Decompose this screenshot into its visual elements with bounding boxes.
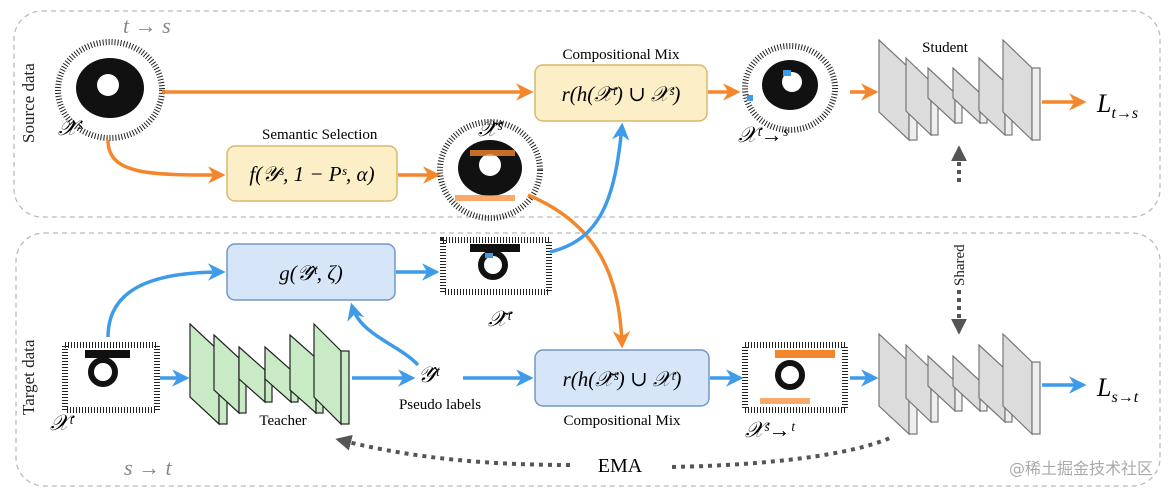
orange-arrows (106, 83, 1087, 349)
selected-source-label: 𝒳̃ˢ (478, 116, 503, 141)
mixed-target-point-cloud (742, 342, 848, 413)
teacher-network (189, 322, 350, 426)
target-mix-box (534, 349, 710, 407)
student-network-top (878, 38, 1041, 142)
pseudo-label-text: Pseudo labels (399, 397, 481, 413)
source-input-label: 𝒳ˢ (58, 115, 83, 140)
ema-link-right (671, 436, 891, 469)
ema-label: EMA (598, 455, 643, 477)
source-mix-title: Compositional Mix (562, 47, 680, 63)
target-direction: s → t (124, 455, 173, 480)
arrow-selected-target-to-source-mix (549, 122, 630, 254)
shared-label: Shared (952, 244, 968, 286)
source-mix-formula: r(h(𝒳̃ᵗ) ∪ 𝒳ˢ) (562, 82, 681, 106)
loss-s-to-t: Ls→t (1096, 373, 1139, 406)
teacher-label: Teacher (259, 413, 306, 429)
mixed-source-point-cloud (742, 43, 838, 133)
arrow-pseudo-to-selection (347, 302, 420, 367)
target-mix-title: Compositional Mix (563, 413, 681, 429)
mixed-target-label: 𝒳ˢ→ᵗ (745, 417, 796, 442)
pseudo-label-symbol: 𝒴̂ᵗ (418, 362, 441, 387)
selected-target-label: 𝒳̃ᵗ (488, 306, 513, 331)
arrow-target-to-selection (106, 263, 226, 338)
target-input-label: 𝒳ᵗ (50, 410, 75, 435)
source-mix-box (534, 64, 708, 122)
source-point-cloud (55, 39, 165, 141)
target-selection-box (226, 243, 396, 301)
arrow-source-to-selection (106, 139, 226, 184)
target-selection-formula: g(𝒴̂ᵗ, ζ) (279, 261, 342, 285)
semantic-selection-title: Semantic Selection (262, 127, 378, 143)
target-point-cloud (62, 342, 160, 413)
source-direction: t → s (123, 13, 171, 38)
blue-arrows (106, 122, 1087, 394)
student-network-bottom (878, 332, 1041, 436)
loss-t-to-s: Lt→s (1096, 89, 1138, 122)
mixed-source-label: 𝒳ᵗ→ˢ (738, 122, 789, 147)
selected-target-point-cloud (440, 237, 552, 295)
target-side-label: Target data (19, 339, 38, 415)
arrow-selected-source-to-target-mix (527, 193, 631, 349)
source-panel (13, 10, 1161, 218)
ema-link (335, 434, 571, 467)
source-side-label: Source data (19, 63, 38, 143)
semantic-selection-formula: f(𝒴ˢ, 1 − Pˢ, α) (249, 162, 374, 186)
semantic-selection-box (226, 145, 398, 202)
watermark: @稀土掘金技术社区 (1009, 459, 1153, 478)
student-label: Student (922, 40, 969, 56)
target-mix-formula: r(h(𝒳̃ˢ) ∪ 𝒳ᵗ) (563, 367, 682, 391)
